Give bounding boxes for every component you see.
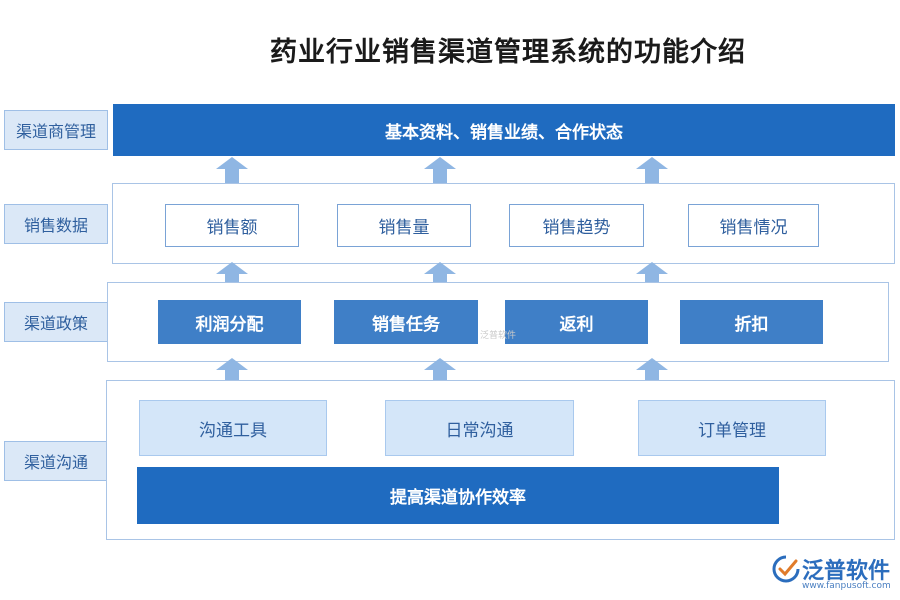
channel-mgmt-bar: 基本资料、销售业绩、合作状态 [113,104,895,156]
channel-policy-item: 销售任务 [334,300,478,344]
up-arrow-icon [636,262,668,288]
row-label-channel-mgmt: 渠道商管理 [4,110,108,150]
channel-comm-item: 订单管理 [638,400,826,456]
row-label-sales-data: 销售数据 [4,204,108,244]
up-arrow-icon [636,157,668,183]
up-arrow-icon [216,262,248,288]
channel-policy-item: 返利 [505,300,648,344]
brand-name: 泛普软件 [802,559,891,584]
sales-data-item: 销售趋势 [509,204,644,247]
sales-data-item: 销售额 [165,204,299,247]
up-arrow-icon [424,157,456,183]
channel-comm-item: 日常沟通 [385,400,574,456]
up-arrow-icon [424,262,456,288]
brand-logo-icon [772,555,800,583]
channel-comm-item: 沟通工具 [139,400,327,456]
up-arrow-icon [216,358,248,384]
channel-policy-item: 折扣 [680,300,823,344]
up-arrow-icon [636,358,668,384]
brand-url: www.fanpusoft.com [802,581,891,591]
up-arrow-icon [424,358,456,384]
channel-comm-bar: 提高渠道协作效率 [137,467,779,524]
sales-data-item: 销售量 [337,204,471,247]
up-arrow-icon [216,157,248,183]
watermark-text: 泛普软件 [480,331,517,341]
channel-policy-item: 利润分配 [158,300,301,344]
sales-data-item: 销售情况 [688,204,819,247]
row-label-channel-comm: 渠道沟通 [4,441,108,481]
brand-logo: 泛普软件 www.fanpusoft.com [772,553,896,595]
row-label-channel-policy: 渠道政策 [4,302,108,342]
page-title: 药业行业销售渠道管理系统的功能介绍 [270,37,746,68]
